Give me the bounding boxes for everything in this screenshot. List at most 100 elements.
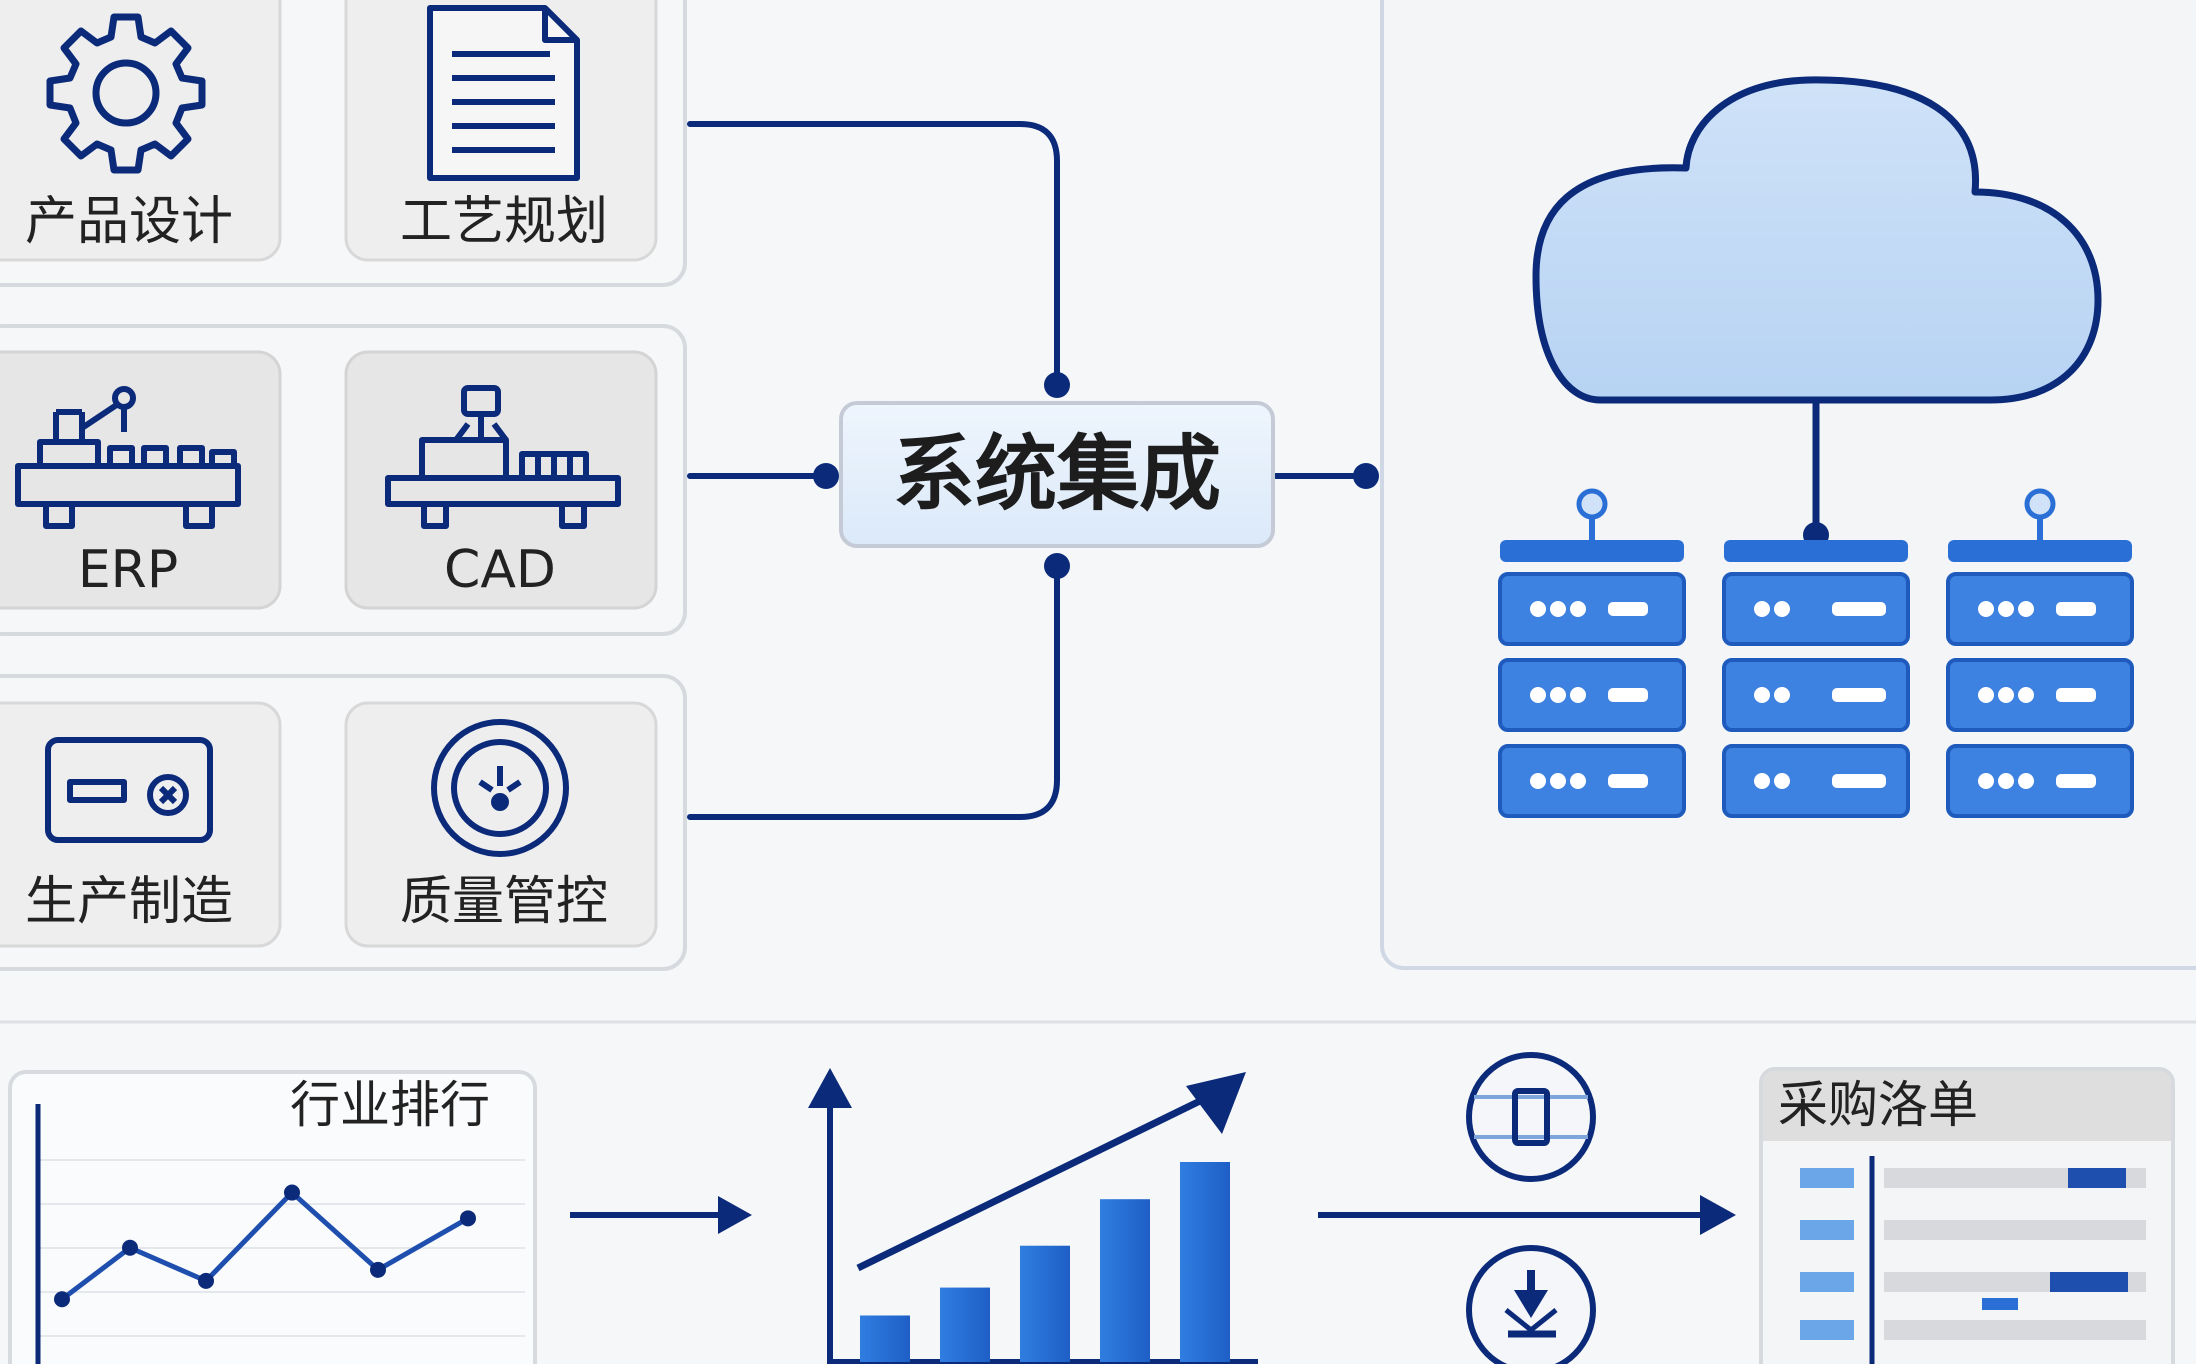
line-chart-point	[460, 1210, 476, 1227]
line-chart-point	[54, 1291, 70, 1308]
connector-top	[687, 121, 1060, 386]
server-led	[1998, 773, 2014, 789]
server-led	[1978, 601, 1994, 617]
server-rack-icon	[1498, 488, 1686, 818]
server-led	[1550, 773, 1566, 789]
server-led	[1530, 687, 1546, 703]
hub-label: 系统集成	[892, 427, 1221, 522]
connector-bottom	[687, 564, 1060, 820]
machine-tool-icon	[385, 385, 621, 529]
module-label-cad: CAD	[444, 540, 556, 600]
line-chart-title: 行业排行	[290, 1076, 490, 1134]
server-slot	[1608, 602, 1648, 616]
card-bg-design	[0, 0, 282, 262]
order-row-accent	[2050, 1272, 2128, 1292]
server-rack-cap	[1724, 540, 1908, 562]
server-unit	[1722, 658, 1910, 732]
hub-box	[839, 401, 1275, 548]
line-chart	[35, 1104, 525, 1364]
server-led	[2018, 687, 2034, 703]
document-icon	[427, 5, 580, 181]
server-led	[1754, 687, 1770, 703]
server-led	[1570, 687, 1586, 703]
module-label-production: 生产制造	[25, 872, 234, 932]
server-unit	[1722, 572, 1910, 646]
order-row-line	[1884, 1220, 2146, 1240]
module-label-process: 工艺规划	[400, 192, 609, 252]
robot-arm-conveyor-icon	[15, 386, 241, 529]
download-icon	[1466, 1245, 1596, 1364]
server-slot	[1608, 774, 1648, 788]
order-row-accent	[1982, 1298, 2018, 1310]
module-label-quality: 质量管控	[400, 872, 609, 932]
server-led	[1570, 773, 1586, 789]
group-frame-production	[0, 674, 687, 971]
server-rack-icon	[1722, 540, 1910, 818]
server-led	[1530, 773, 1546, 789]
server-slot	[1832, 602, 1886, 616]
bar-chart-bar	[1020, 1245, 1070, 1362]
control-panel-icon	[45, 737, 213, 843]
server-led	[1530, 601, 1546, 617]
bar-chart-y-arrowhead	[808, 1068, 852, 1108]
card-bg-erp	[0, 350, 282, 610]
line-chart-point	[284, 1184, 300, 1201]
server-unit	[1498, 744, 1686, 818]
module-label-erp: ERP	[77, 540, 179, 600]
server-led	[1570, 601, 1586, 617]
bar-chart-bar	[860, 1315, 910, 1362]
server-unit	[1946, 572, 2134, 646]
order-row-tag	[1800, 1272, 1854, 1292]
order-list-icon	[1759, 1067, 2175, 1364]
line-chart-point	[370, 1261, 386, 1278]
server-rack-icon	[1946, 488, 2134, 818]
group-frame-design	[0, 0, 687, 287]
group-frame-systems	[0, 324, 687, 636]
bar-chart-bar	[1100, 1199, 1150, 1362]
server-led	[1774, 687, 1790, 703]
server-led	[1550, 601, 1566, 617]
order-row-accent	[2068, 1168, 2126, 1188]
flow-arrow-1	[570, 1196, 752, 1234]
order-row-tag	[1800, 1320, 1854, 1340]
gauge-dial-icon	[431, 719, 569, 857]
server-unit	[1946, 658, 2134, 732]
server-led	[1998, 601, 2014, 617]
server-led	[1774, 773, 1790, 789]
order-row-line	[1884, 1320, 2146, 1340]
order-panel-title: 采购洛单	[1778, 1076, 1978, 1134]
gear-icon	[46, 13, 206, 174]
server-racks	[1498, 488, 2134, 818]
module-group-frames	[0, 0, 687, 971]
server-led	[1754, 773, 1770, 789]
module-label-design: 产品设计	[25, 192, 234, 252]
server-unit	[1946, 744, 2134, 818]
server-unit	[1722, 744, 1910, 818]
order-row-tag	[1800, 1168, 1854, 1188]
bar-chart-bar	[940, 1287, 990, 1362]
server-rack-cap	[1948, 540, 2132, 562]
order-row-tag	[1800, 1220, 1854, 1240]
server-led	[2018, 773, 2034, 789]
server-led	[1774, 601, 1790, 617]
server-rack-cap	[1500, 540, 1684, 562]
cloud-icon	[1532, 76, 2102, 404]
server-slot	[2056, 774, 2096, 788]
bar-chart-trend-line	[856, 1096, 1204, 1272]
server-led	[1978, 773, 1994, 789]
server-unit	[1498, 658, 1686, 732]
hub-connectors	[687, 121, 1369, 820]
server-slot	[2056, 602, 2096, 616]
server-unit	[1498, 572, 1686, 646]
bar-chart-bar	[1180, 1162, 1230, 1362]
line-chart-point	[198, 1272, 214, 1289]
server-antenna-tip	[1576, 488, 1608, 520]
phone-icon	[1466, 1052, 1596, 1182]
line-chart-series-line	[60, 1190, 470, 1302]
server-slot	[1608, 688, 1648, 702]
server-led	[1550, 687, 1566, 703]
server-led	[1978, 687, 1994, 703]
bar-chart-trend-arrowhead	[1186, 1072, 1246, 1134]
